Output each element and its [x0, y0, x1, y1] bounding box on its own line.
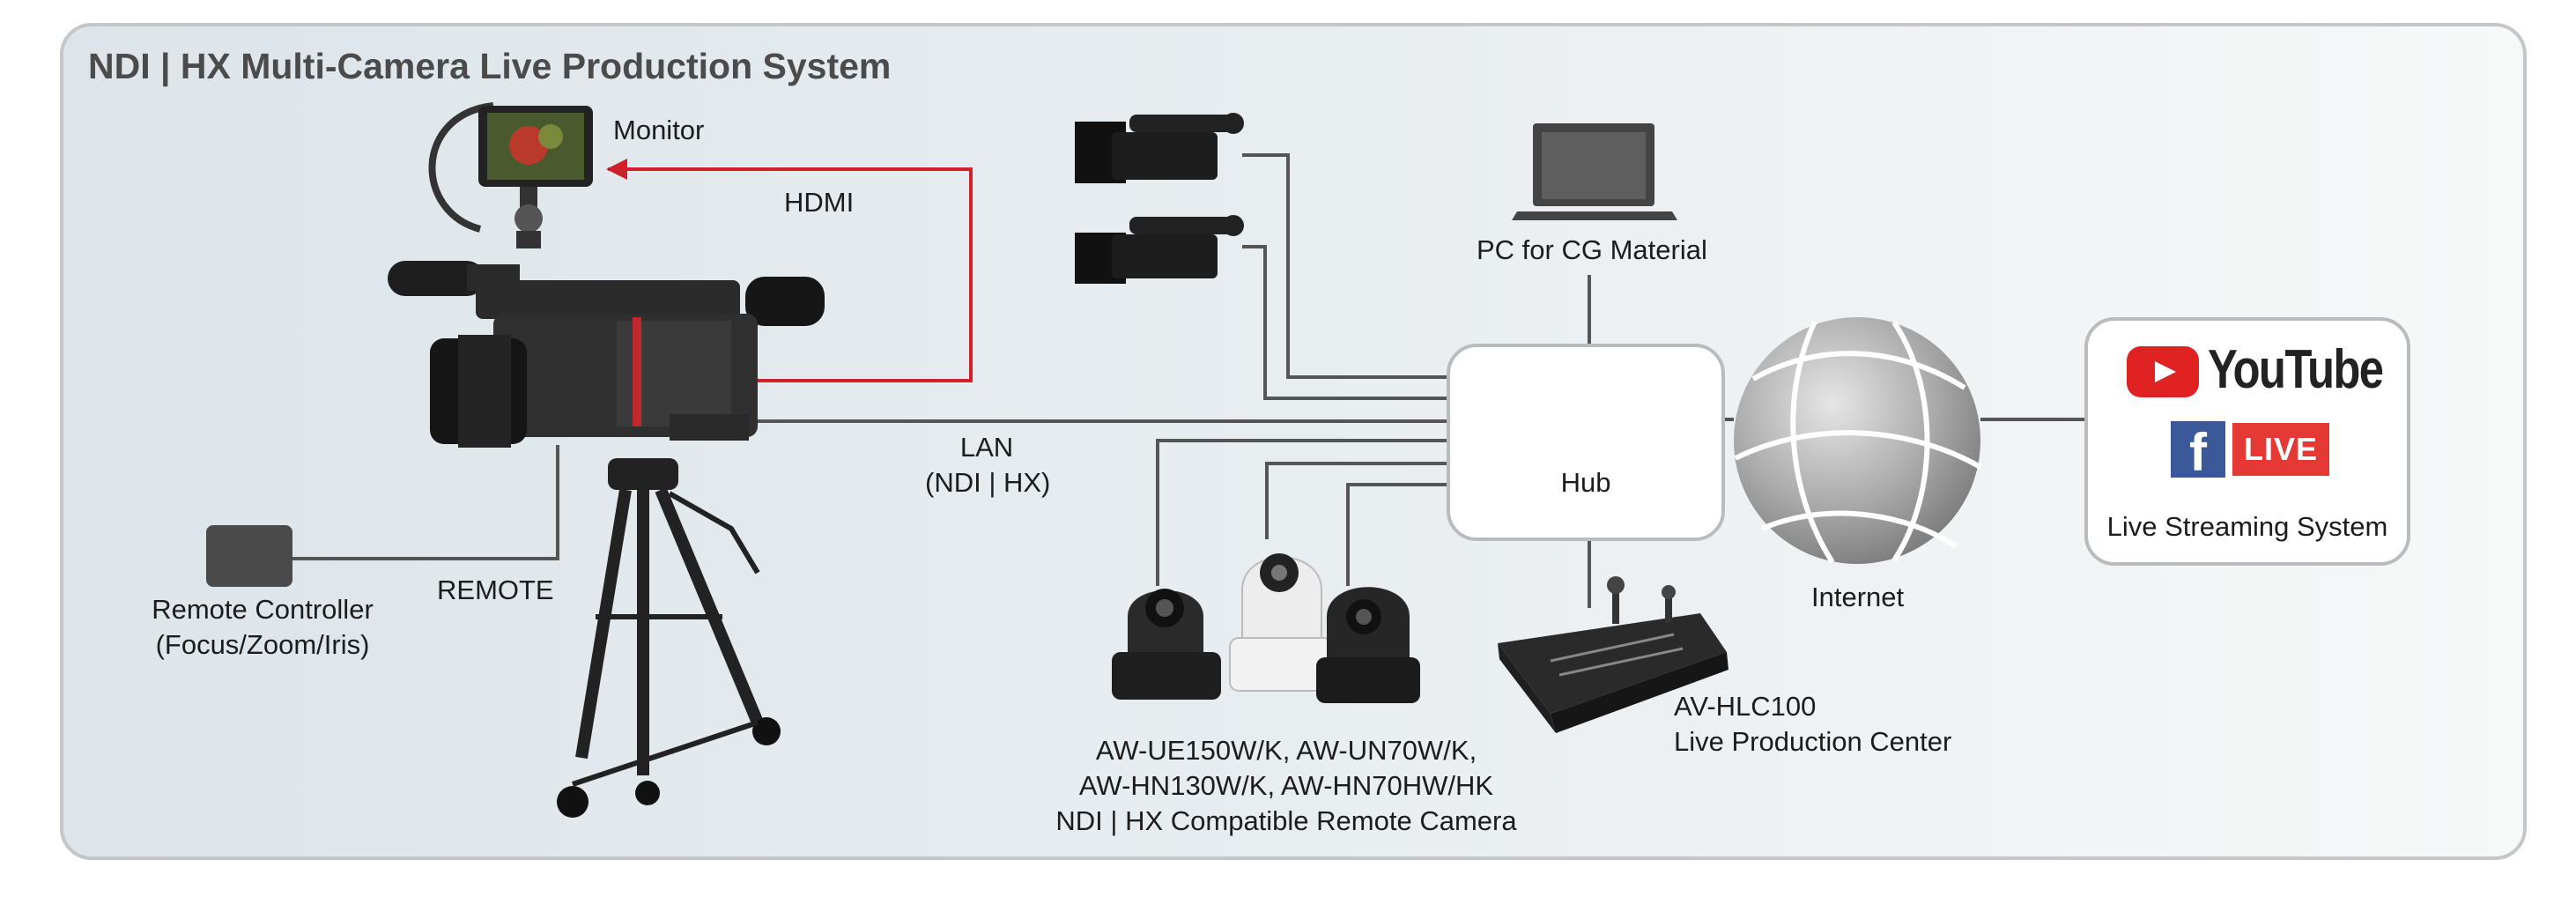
- ptz-camera-black-1: [1112, 589, 1221, 700]
- youtube-play-icon: [2127, 346, 2199, 397]
- remote-controller-label-line-1: Remote Controller: [152, 594, 374, 625]
- ptz-2-line: [1265, 462, 1449, 539]
- diagram-title: NDI | HX Multi-Camera Live Production Sy…: [88, 46, 892, 86]
- remote-camera-label-line-1: AW-UE150W/K, AW-UN70W/K,: [1095, 735, 1477, 766]
- monitor-device: [428, 102, 593, 248]
- pc-label: PC for CG Material: [1477, 234, 1707, 265]
- ptz-1-line: [1156, 439, 1449, 586]
- remote-controller-label-line-2: (Focus/Zoom/Iris): [155, 629, 370, 660]
- camcorder-device: [388, 261, 825, 448]
- remote-controller-label: Remote Controller (Focus/Zoom/Iris): [130, 592, 395, 663]
- hub-box: [1447, 344, 1725, 541]
- monitor-label: Monitor: [613, 115, 705, 145]
- laptop-device: [1512, 123, 1677, 220]
- remote-connection: [292, 445, 559, 560]
- remote-camera-label-line-2: AW-HN130W/K, AW-HN70HW/HK: [1078, 770, 1494, 801]
- remote-camera-label-line-3: NDI | HX Compatible Remote Camera: [1055, 805, 1517, 836]
- internet-globe: [1734, 317, 1982, 564]
- remote-camera-label: AW-UE150W/K, AW-UN70W/K, AW-HN130W/K, AW…: [1022, 733, 1551, 839]
- facebook-live-badge: LIVE: [2232, 423, 2329, 476]
- production-center-label-line-2: Live Production Center: [1674, 726, 1952, 757]
- lan-label: LAN (NDI | HX): [925, 430, 1051, 500]
- production-center-label-line-1: AV-HLC100: [1674, 691, 1817, 722]
- lan-label-line-2: (NDI | HX): [925, 467, 1051, 498]
- handheld-camera-1: [1075, 113, 1244, 183]
- camera-top-1-line: [1242, 153, 1449, 379]
- remote-label: REMOTE: [437, 575, 554, 605]
- camera-top-2-line: [1242, 245, 1449, 400]
- youtube-wordmark: YouTube: [2208, 339, 2384, 400]
- ptz-camera-white: [1229, 553, 1333, 692]
- ptz-3-line: [1346, 483, 1449, 586]
- tripod-device: [557, 458, 781, 818]
- production-center-device: [1498, 576, 1728, 733]
- internet-label: Internet: [1811, 582, 1905, 612]
- production-center-label: AV-HLC100 Live Production Center: [1674, 689, 1951, 760]
- hdmi-label: HDMI: [784, 187, 855, 218]
- ptz-camera-black-2: [1316, 587, 1420, 703]
- hdmi-connection: [606, 159, 973, 382]
- lan-label-line-1: LAN: [959, 432, 1014, 463]
- facebook-icon: f: [2171, 421, 2225, 478]
- streaming-label: Live Streaming System: [2106, 511, 2388, 542]
- remote-controller-device: [206, 525, 292, 587]
- handheld-camera-2: [1075, 215, 1244, 284]
- hub-label: Hub: [1560, 467, 1611, 498]
